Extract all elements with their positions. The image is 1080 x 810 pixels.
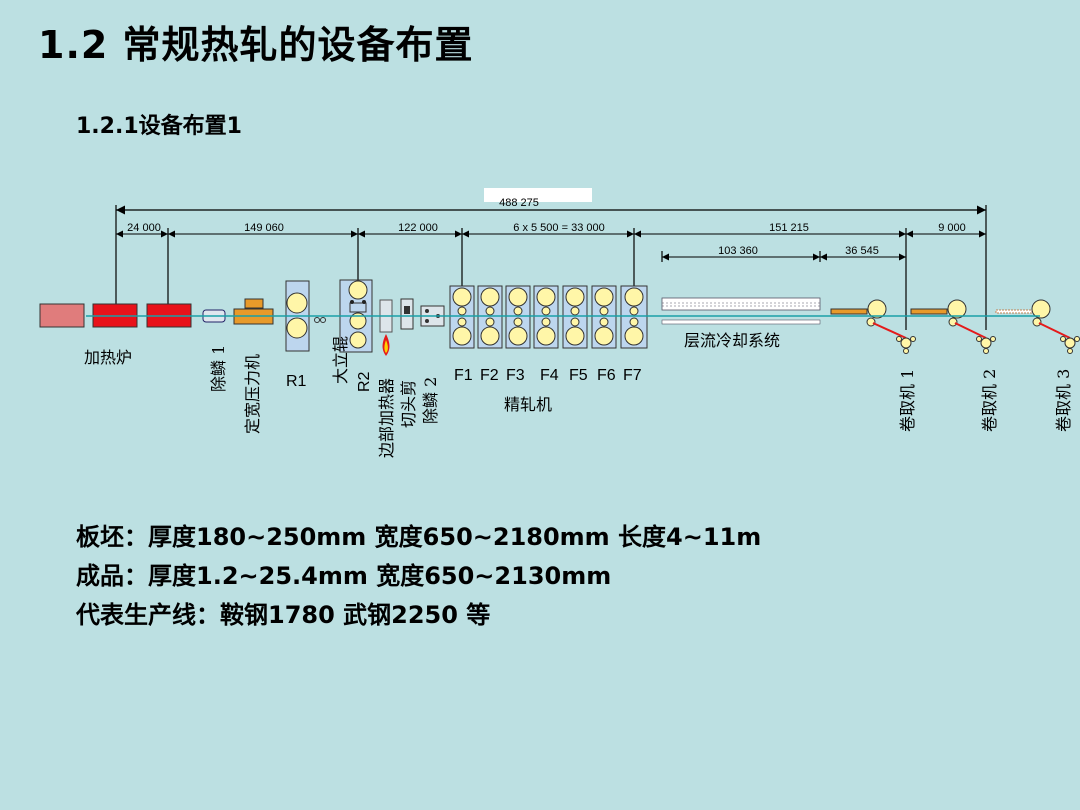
edger-roll <box>348 280 368 300</box>
stand-f7 <box>620 285 648 349</box>
section-subtitle: 1.2.1设备布置1 <box>76 114 242 139</box>
slab-specs: 板坯：厚度180~250mm 宽度650~2180mm 长度4~11m <box>76 523 762 551</box>
coiler-3-pinch-roll <box>1031 299 1051 319</box>
dim-total: 488 275 <box>499 197 539 209</box>
coiler-3-table <box>995 309 1033 314</box>
stand-f4 <box>533 285 559 349</box>
coiler-2-table <box>910 308 948 315</box>
label-edger: 大立辊 <box>331 336 350 384</box>
extension-lines <box>115 205 987 330</box>
label-stand-f2: F2 <box>480 367 499 384</box>
coiler-1-pinch-roll <box>867 299 887 319</box>
coiler-1-table <box>830 308 868 315</box>
r1-roll-top <box>286 292 308 314</box>
label-descaler-1: 除鳞 1 <box>209 345 228 392</box>
coiler-2-pinch-roll <box>947 299 967 319</box>
representative-lines: 代表生产线：鞍钢1780 武钢2250 等 <box>76 601 491 629</box>
stand-f6 <box>591 285 617 349</box>
label-finishing-mill: 精轧机 <box>504 395 552 414</box>
stand-f3 <box>505 285 531 349</box>
label-stand-f7: F7 <box>623 367 642 384</box>
dim-5: 151 215 <box>769 222 809 234</box>
dim-6: 9 000 <box>938 222 966 234</box>
specs-block: 板坯：厚度180~250mm 宽度650~2180mm 长度4~11m 成品：厚… <box>76 518 761 635</box>
stand-f2 <box>477 285 503 349</box>
dim-3: 122 000 <box>398 222 438 234</box>
label-coiler-2: 卷取机 2 <box>980 369 999 432</box>
label-stand-f1: F1 <box>454 367 473 384</box>
coiler-2-mandrel <box>980 337 992 349</box>
r2-roll-top <box>349 312 367 330</box>
furnace-pink <box>39 303 85 328</box>
laminar-cooling-top <box>661 297 821 311</box>
label-descaler-2: 除鳞 2 <box>421 377 440 424</box>
label-stand-f4: F4 <box>540 367 559 384</box>
r1-roll-bottom <box>286 317 308 339</box>
label-r1: R1 <box>286 373 307 390</box>
label-stand-f3: F3 <box>506 367 525 384</box>
label-laminar-cooling: 层流冷却系统 <box>684 331 780 350</box>
label-crop-shear: 切头剪 <box>399 380 418 428</box>
finishing-stands <box>449 285 648 349</box>
sizing-press-top <box>244 298 264 309</box>
dim-7: 103 360 <box>718 245 758 257</box>
product-specs: 成品：厚度1.2~25.4mm 宽度650~2130mm <box>76 562 612 590</box>
label-stand-f5: F5 <box>569 367 588 384</box>
coiler-1-mandrel <box>900 337 912 349</box>
label-edge-heater: 边部加热器 <box>377 378 396 458</box>
r2-roll-bottom <box>349 331 367 349</box>
label-stand-f6: F6 <box>597 367 616 384</box>
label-sizing-press: 定宽压力机 <box>243 354 262 434</box>
page-title: 1.2 常规热轧的设备布置 <box>38 23 474 67</box>
label-r2: R2 <box>356 371 373 392</box>
stand-f1 <box>449 285 475 349</box>
stand-f5 <box>562 285 588 349</box>
dim-8: 36 545 <box>845 245 879 257</box>
label-coiler-3: 卷取机 3 <box>1054 369 1073 432</box>
dim-row-2 <box>116 230 986 261</box>
label-coiler-1: 卷取机 1 <box>898 369 917 432</box>
label-furnace: 加热炉 <box>84 348 132 367</box>
total-dimension-box <box>484 188 592 202</box>
equipment-layout-diagram: 488 275 24 000 149 060 122 000 6 x 5 500… <box>39 188 1080 458</box>
coiler-3-mandrel <box>1064 337 1076 349</box>
dim-1: 24 000 <box>127 222 161 234</box>
dim-2: 149 060 <box>244 222 284 234</box>
dim-4: 6 x 5 500 = 33 000 <box>513 222 604 234</box>
